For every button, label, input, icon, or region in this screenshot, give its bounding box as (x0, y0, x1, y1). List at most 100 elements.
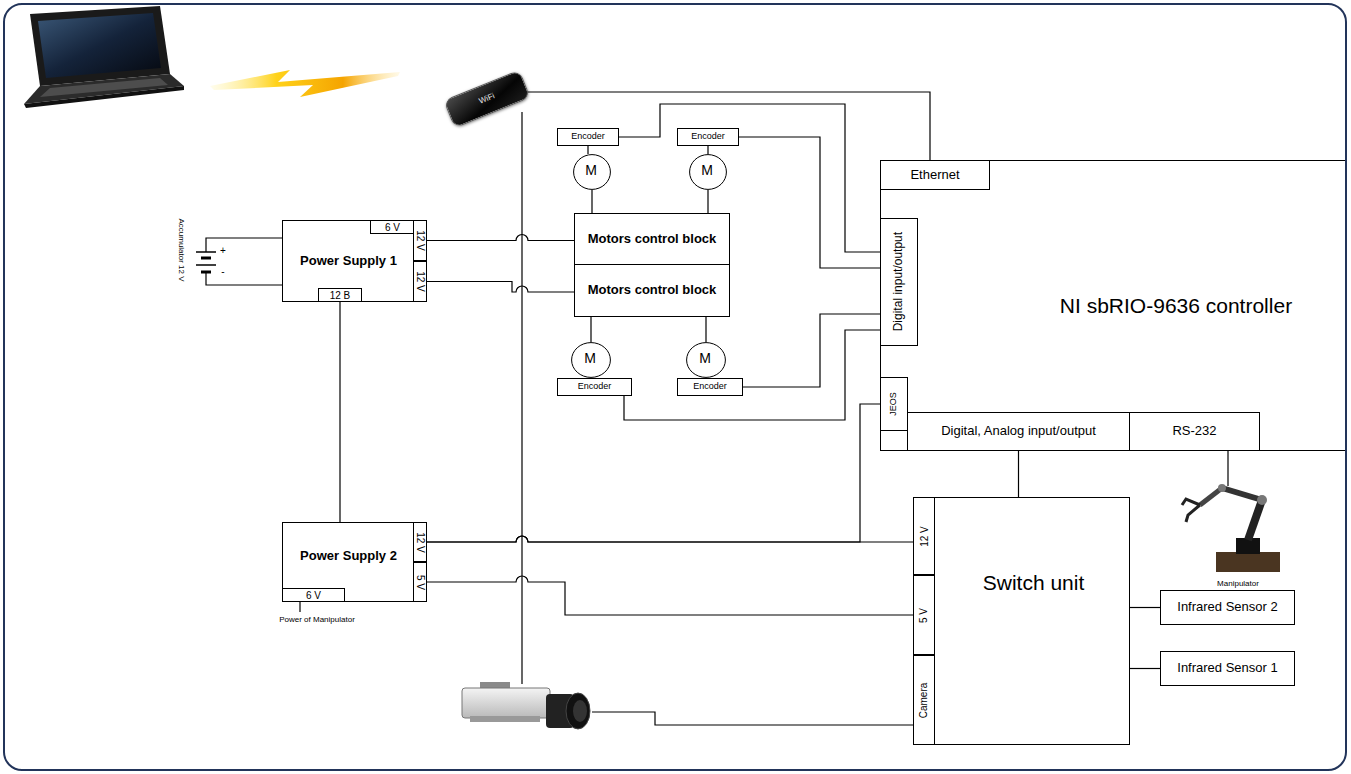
text-area: M (686, 342, 724, 376)
node-text: Encoder (578, 382, 612, 392)
text-area: JEOS (881, 378, 907, 430)
part-name: Manipulator (1217, 580, 1259, 589)
node-text: 12 B (330, 290, 351, 301)
node-text: 12 V (415, 230, 426, 251)
encoder-box: Encoder (677, 128, 739, 146)
wire-connector (707, 146, 708, 154)
text-area: Motors control block (575, 214, 729, 264)
node-text: 6 V (385, 222, 400, 233)
camera-switch-wire (592, 712, 913, 725)
text-area: 12 V (914, 498, 934, 574)
node-text: RS-232 (1172, 424, 1216, 438)
text-area: Ethernet (881, 161, 989, 189)
text-area: Encoder (558, 129, 618, 145)
node-text: WiFi (478, 92, 496, 106)
text-area: Digital, Analog input/output (908, 413, 1129, 450)
motor-circle: M (571, 342, 611, 378)
node-text: 12 V (919, 526, 930, 547)
text-area: Digital input/output (881, 219, 917, 345)
port-box: Camera (913, 655, 935, 745)
wire-connector (427, 536, 913, 542)
text-area: 12 V (414, 221, 426, 260)
node-text: Motors control block (588, 232, 717, 246)
rs232-manipulator-wire (1227, 451, 1228, 486)
text-area: Motors control block (575, 265, 729, 316)
node-text: Digital, Analog input/output (941, 424, 1096, 438)
text-area: M (571, 342, 609, 376)
text-area: RS-232 (1130, 413, 1259, 450)
motor-outline (690, 155, 727, 190)
text-area: WiFi (445, 71, 530, 127)
motor-outline (687, 343, 726, 378)
text-area: 5 V (914, 576, 934, 654)
node-text: M (585, 163, 597, 178)
sensor-box: Infrared Sensor 2 (1160, 590, 1295, 625)
battery-label: Accumulator 12 V (177, 218, 186, 281)
motor-circle: M (573, 154, 611, 190)
wire-connector (427, 404, 880, 542)
port-box: 6 V (370, 220, 415, 234)
node-text: Power Supply 1 (300, 254, 397, 268)
wire-connector (427, 282, 574, 293)
port-box: JEOS (880, 377, 908, 431)
wireless-link-bolt (210, 70, 400, 97)
wire-connector (739, 137, 880, 268)
encoder-box: Encoder (557, 378, 632, 396)
wire-connector (1018, 451, 1019, 497)
node-text: NI sbRIO-9636 controller (1060, 294, 1292, 317)
encoder-box: Encoder (557, 128, 619, 146)
controller-box: NI sbRIO-9636 controller EthernetDigital … (880, 160, 1345, 451)
text-area: 6 V (371, 221, 414, 233)
port-box: Digital, Analog input/output (907, 412, 1130, 451)
port-box: 12 B (318, 288, 362, 302)
node-text: Encoder (691, 132, 725, 142)
laptop-illustration (24, 6, 184, 108)
port-box: RS-232 (1129, 412, 1260, 451)
port-box: 5 V (413, 562, 427, 602)
camera-illustration (462, 682, 590, 729)
node-text: Switch unit (983, 571, 1085, 594)
text-area: 12 B (319, 289, 361, 301)
motor-control-box: Motors control block (574, 213, 730, 265)
wire-connector (591, 190, 592, 213)
node-text: 12 V (415, 271, 426, 292)
motor-outline (574, 155, 611, 190)
port-box: Ethernet (880, 160, 990, 190)
motor-outline (572, 343, 611, 378)
node-text: Encoder (571, 132, 605, 142)
text-area: 12 V (414, 523, 426, 561)
port-box: 12 V (413, 522, 427, 562)
text-area: Infrared Sensor 1 (1161, 652, 1294, 685)
node-text: Encoder (693, 382, 727, 392)
port-box: 12 V (413, 220, 427, 261)
node-text: Infrared Sensor 1 (1177, 661, 1277, 675)
power-note: Power of Manipulator (279, 616, 355, 625)
node-text: Infrared Sensor 2 (1177, 600, 1277, 614)
wire-connector (624, 330, 880, 420)
wire-connector (1130, 668, 1160, 669)
wire-connector (705, 317, 706, 342)
wire-connector (590, 317, 591, 342)
wire-connector (339, 302, 340, 522)
node-text: JEOS (889, 392, 899, 416)
text-area: 5 V (414, 563, 426, 601)
text-area: 12 V (414, 262, 426, 301)
port-box: 12 V (913, 497, 935, 575)
wifi-device: WiFi (443, 70, 530, 129)
text-area: 6 V (283, 589, 344, 601)
node-text: 5 V (415, 574, 426, 589)
manipulator-power-leader (299, 602, 300, 612)
motor-circle: M (686, 342, 726, 378)
battery-symbol (196, 238, 282, 285)
wire-connector (427, 576, 913, 615)
wire-connector (707, 190, 708, 213)
node-text: 5 V (918, 607, 929, 622)
wire-connector (427, 235, 574, 241)
switch-unit-box: Switch unit 12 V 5 V Camera (913, 497, 1130, 745)
polarity-sign: - (221, 266, 224, 277)
wifi-camera-wire (521, 112, 522, 684)
node-text: 6 V (306, 590, 321, 601)
